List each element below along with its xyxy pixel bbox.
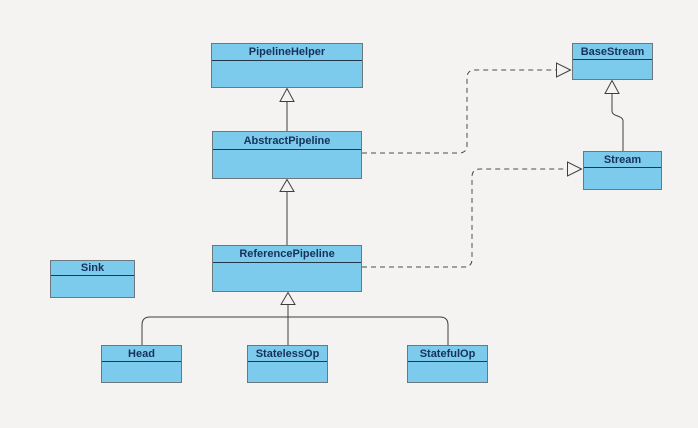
hollow-triangle-arrow-icon — [279, 178, 295, 192]
class-name-label: Stream — [584, 152, 661, 168]
hollow-triangle-arrow-icon — [279, 87, 295, 102]
hollow-triangle-arrow-icon — [604, 79, 620, 94]
edge-abstractpipeline-extends-pipelinehelper — [279, 87, 295, 131]
class-attributes-compartment — [248, 362, 327, 382]
hollow-triangle-arrow-icon — [567, 161, 583, 177]
class-node-stream[interactable]: Stream — [583, 151, 662, 190]
class-attributes-compartment — [102, 362, 181, 382]
class-name-label: StatefulOp — [408, 346, 487, 362]
edge-stream-extends-basestream — [604, 79, 624, 151]
class-node-referencepipeline[interactable]: ReferencePipeline — [212, 245, 362, 292]
class-name-label: Sink — [51, 261, 134, 276]
class-attributes-compartment — [584, 168, 661, 189]
class-name-label: PipelineHelper — [212, 44, 362, 61]
hollow-triangle-arrow-icon — [556, 62, 572, 78]
class-name-label: ReferencePipeline — [213, 246, 361, 263]
edge-referencepipeline-implements-stream — [362, 161, 583, 268]
edge-referencepipeline-extends-abstractpipeline — [279, 178, 295, 245]
class-attributes-compartment — [213, 263, 361, 291]
edge-subclasses-extend-referencepipeline — [141, 291, 449, 345]
class-node-basestream[interactable]: BaseStream — [572, 43, 653, 80]
class-attributes-compartment — [51, 276, 134, 297]
class-attributes-compartment — [573, 60, 652, 79]
class-attributes-compartment — [212, 61, 362, 87]
edge-abstractpipeline-implements-basestream — [362, 62, 572, 154]
class-node-abstractpipeline[interactable]: AbstractPipeline — [212, 131, 362, 179]
class-node-sink[interactable]: Sink — [50, 260, 135, 298]
class-node-statelessop[interactable]: StatelessOp — [247, 345, 328, 383]
class-node-head[interactable]: Head — [101, 345, 182, 383]
class-name-label: BaseStream — [573, 44, 652, 60]
class-attributes-compartment — [213, 150, 361, 178]
class-name-label: StatelessOp — [248, 346, 327, 362]
class-node-statefulop[interactable]: StatefulOp — [407, 345, 488, 383]
class-name-label: Head — [102, 346, 181, 362]
class-attributes-compartment — [408, 362, 487, 382]
class-node-pipelinehelper[interactable]: PipelineHelper — [211, 43, 363, 88]
hollow-triangle-arrow-icon — [280, 291, 296, 305]
class-name-label: AbstractPipeline — [213, 132, 361, 150]
